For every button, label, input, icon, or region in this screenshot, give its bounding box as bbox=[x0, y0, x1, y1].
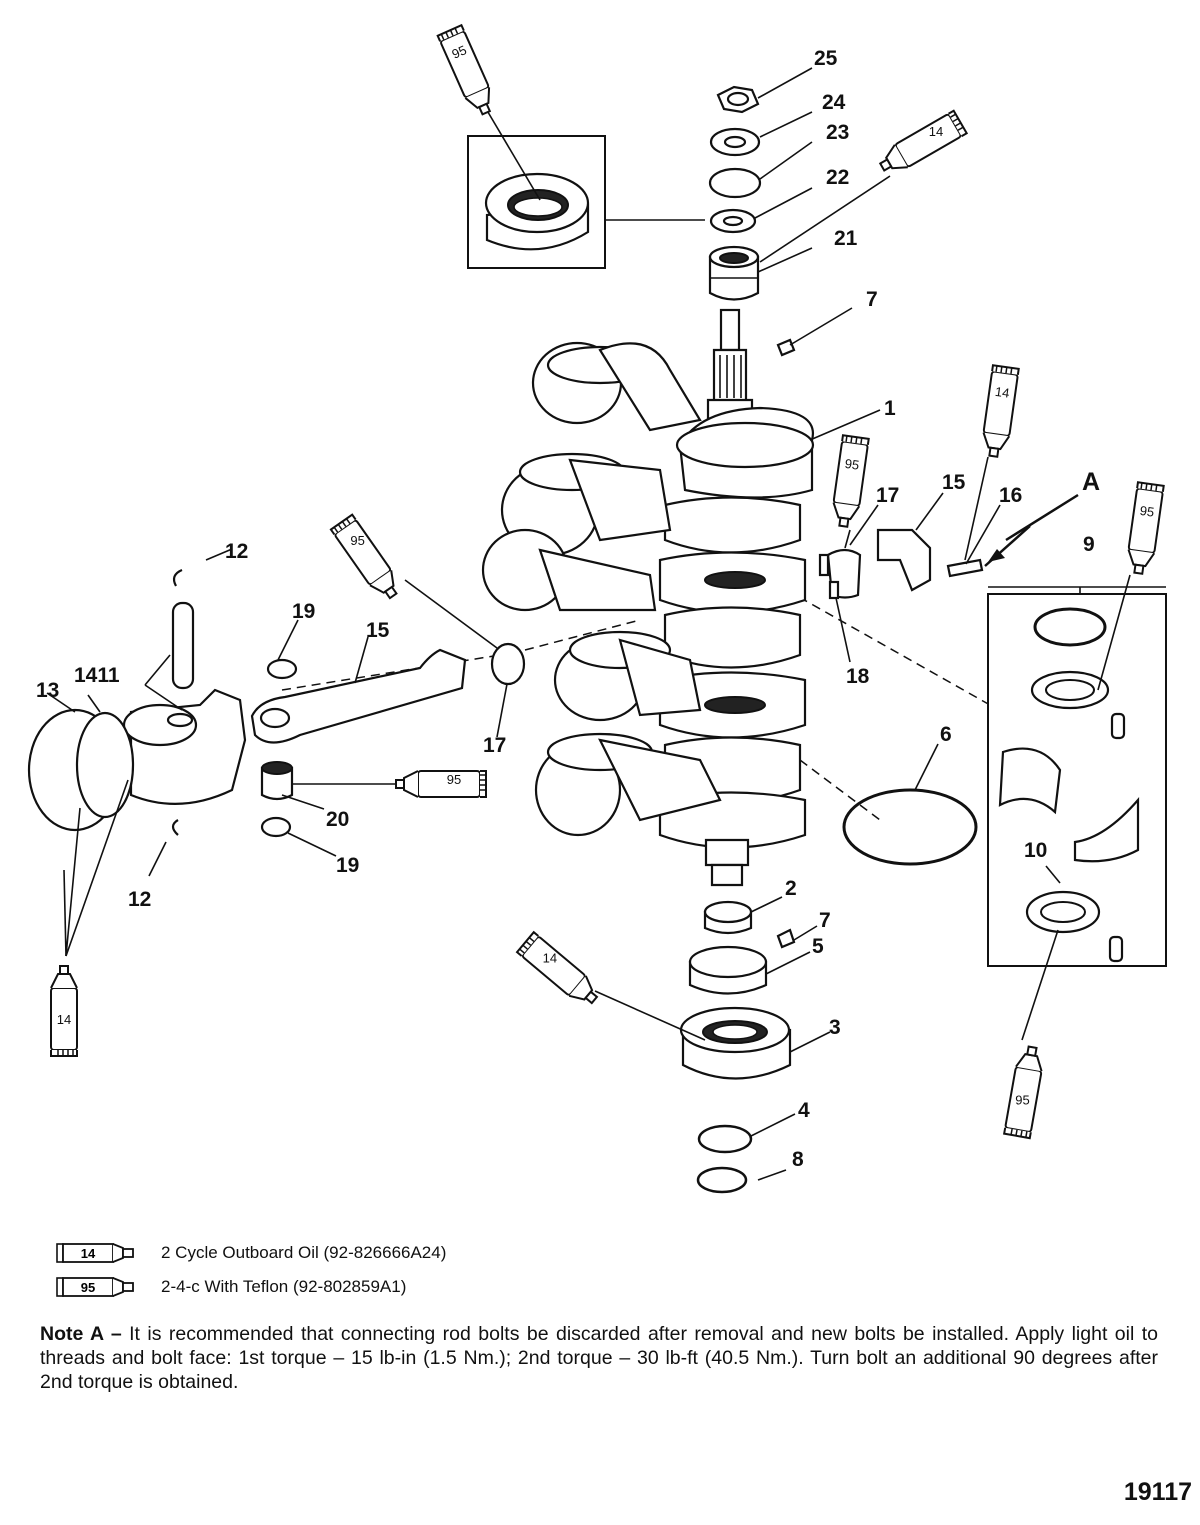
callout-A: A bbox=[1082, 468, 1100, 496]
tube-label-95: 95 bbox=[1015, 1092, 1029, 1107]
legend-row: 95 2-4-c With Teflon (92-802859A1) bbox=[55, 1270, 446, 1304]
callout-23: 23 bbox=[826, 121, 849, 144]
figure-number: 19117 bbox=[1123, 1478, 1192, 1506]
callout-13: 13 bbox=[36, 679, 59, 702]
callout-6: 6 bbox=[940, 723, 952, 746]
callout-25: 25 bbox=[814, 47, 838, 70]
callout-7: 7 bbox=[819, 909, 831, 932]
note-text: It is recommended that connecting rod bo… bbox=[40, 1323, 1158, 1393]
bearing-kit-box bbox=[987, 586, 1167, 967]
callout-21: 21 bbox=[834, 227, 858, 250]
callout-17: 17 bbox=[876, 484, 899, 507]
callout-19: 19 bbox=[336, 854, 359, 877]
note-label: Note A – bbox=[40, 1323, 122, 1345]
seal-detail-box bbox=[467, 135, 705, 269]
note-a: Note A – It is recommended that connecti… bbox=[40, 1322, 1158, 1394]
callout-12: 12 bbox=[128, 888, 151, 911]
legend-row: 14 2 Cycle Outboard Oil (92-826666A24) bbox=[55, 1236, 446, 1270]
tube-label-95: 95 bbox=[350, 533, 364, 548]
callout-18: 18 bbox=[846, 665, 870, 688]
callout-20: 20 bbox=[326, 808, 349, 831]
lubricant-tubes: 95 14 14 95 95 95 95 14 bbox=[50, 24, 1165, 1140]
callout-12: 12 bbox=[225, 540, 248, 563]
callout-14-11: 1411 bbox=[74, 664, 120, 687]
callout-10: 10 bbox=[1024, 839, 1047, 862]
legend-code: 95 bbox=[81, 1280, 95, 1295]
callout-15: 15 bbox=[942, 471, 966, 494]
callout-15: 15 bbox=[366, 619, 390, 642]
callout-8: 8 bbox=[792, 1148, 804, 1171]
legend-text: 2 Cycle Outboard Oil (92-826666A24) bbox=[161, 1243, 447, 1262]
legend-text: 2-4-c With Teflon (92-802859A1) bbox=[161, 1277, 407, 1296]
tube-label-14: 14 bbox=[543, 951, 557, 966]
callout-numbers: 25 24 23 22 21 7 1 15 16 A 17 9 18 12 19… bbox=[36, 47, 1100, 1171]
callout-22: 22 bbox=[826, 166, 849, 189]
tube-icon: 14 bbox=[55, 1240, 139, 1266]
callout-16: 16 bbox=[999, 484, 1022, 507]
callout-2: 2 bbox=[785, 877, 797, 900]
tube-label-95: 95 bbox=[449, 42, 468, 62]
tube-label-14: 14 bbox=[929, 124, 943, 139]
bottom-stack-parts bbox=[679, 788, 978, 1194]
callout-9: 9 bbox=[1083, 533, 1095, 556]
legend-code: 14 bbox=[81, 1246, 96, 1261]
callout-24: 24 bbox=[822, 91, 846, 114]
tube-label-95: 95 bbox=[447, 772, 461, 787]
top-stack-parts bbox=[708, 85, 762, 301]
lubricant-legend: 14 2 Cycle Outboard Oil (92-826666A24) 9… bbox=[55, 1236, 446, 1304]
leader-lines bbox=[46, 67, 1131, 1181]
piston-group bbox=[27, 568, 526, 838]
crankshaft-assembly bbox=[481, 308, 815, 887]
callout-4: 4 bbox=[798, 1099, 810, 1122]
callout-19: 19 bbox=[292, 600, 315, 623]
tube-label-14: 14 bbox=[994, 384, 1010, 401]
callout-5: 5 bbox=[812, 935, 824, 958]
tube-label-95: 95 bbox=[1139, 503, 1155, 520]
callout-3: 3 bbox=[829, 1016, 841, 1039]
tube-label-95: 95 bbox=[844, 456, 860, 473]
callout-1: 1 bbox=[884, 397, 896, 420]
callout-7: 7 bbox=[866, 288, 878, 311]
tube-label-14: 14 bbox=[57, 1012, 71, 1027]
tube-icon: 95 bbox=[55, 1274, 139, 1300]
rod-cap-parts bbox=[818, 493, 1079, 600]
callout-17: 17 bbox=[483, 734, 506, 757]
